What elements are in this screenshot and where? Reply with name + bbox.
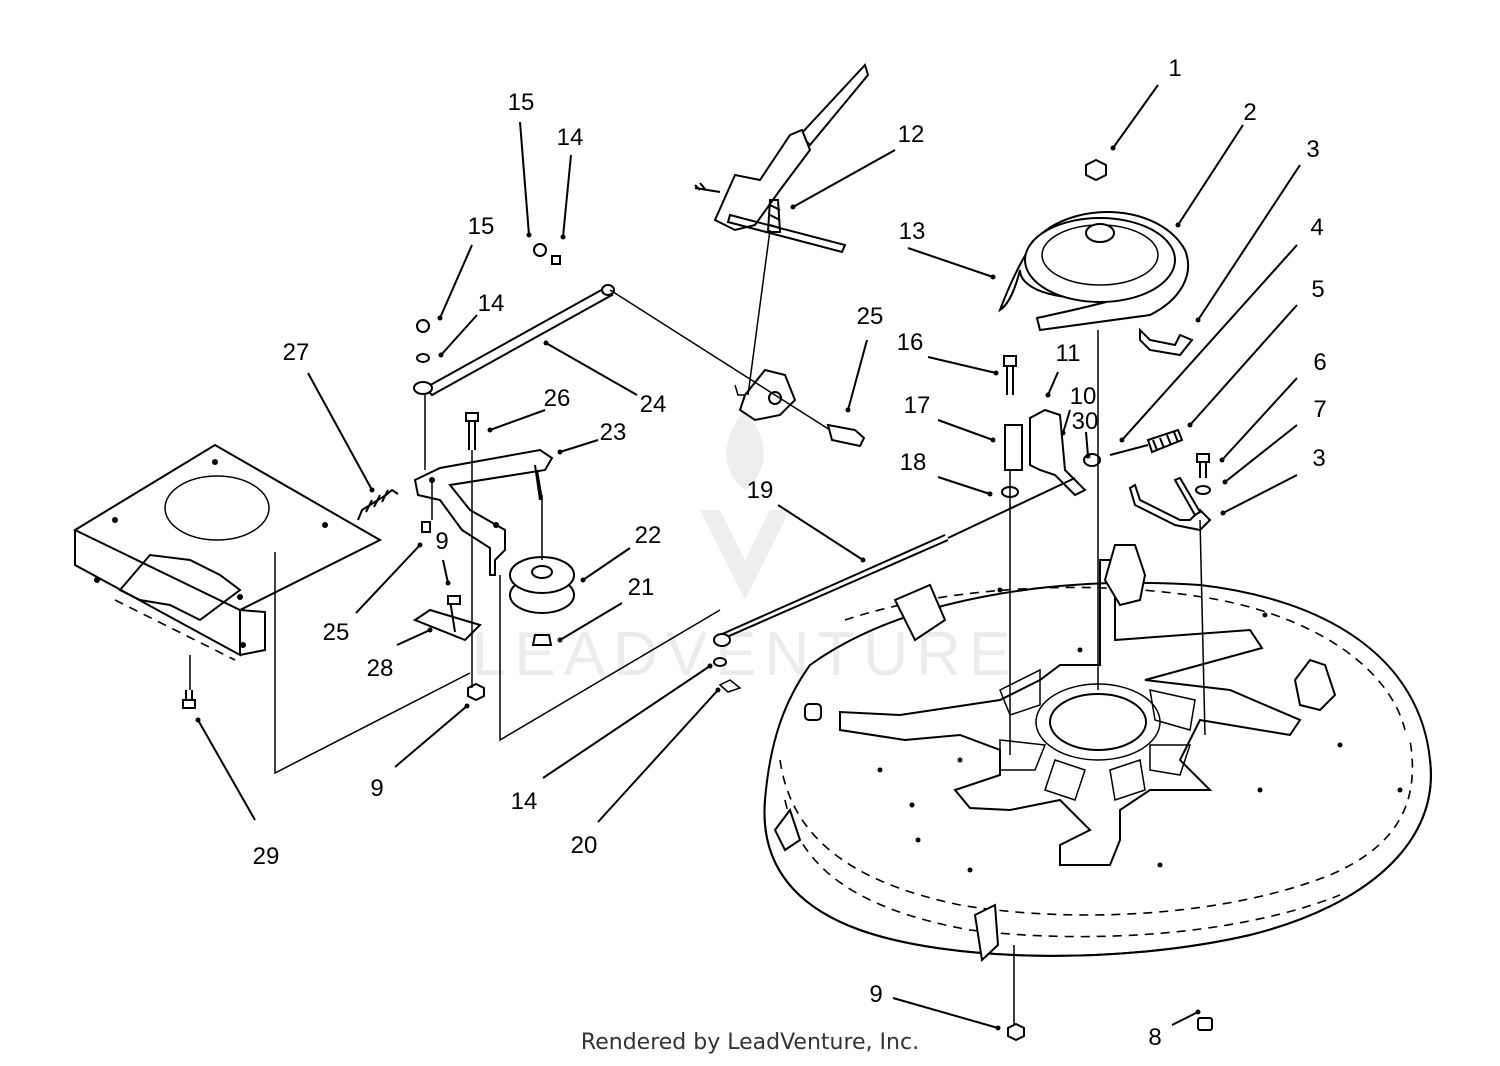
callout-9: 9 <box>370 775 383 802</box>
control-lever <box>694 63 870 254</box>
callout-29: 29 <box>253 843 280 870</box>
rod-24 <box>413 284 615 397</box>
cable-19 <box>713 477 1076 693</box>
assembly-lines <box>189 229 1206 1025</box>
watermark: LEADVENTURE <box>472 410 1018 689</box>
callout-4: 4 <box>1310 214 1323 241</box>
spring-27 <box>357 488 399 521</box>
callout-1: 1 <box>1168 55 1181 82</box>
callout-21: 21 <box>628 574 655 601</box>
mower-deck <box>763 544 1432 963</box>
callout-15: 15 <box>508 89 535 116</box>
callout-16: 16 <box>897 329 924 356</box>
keeper-3 <box>1139 327 1194 357</box>
leader-lines <box>195 84 1301 1031</box>
callout-9: 9 <box>435 528 448 555</box>
callout-8: 8 <box>1148 1024 1161 1051</box>
callout-26: 26 <box>544 385 571 412</box>
callout-12: 12 <box>898 121 925 148</box>
callout-2: 2 <box>1243 99 1256 126</box>
callout-13: 13 <box>899 218 926 245</box>
lower-bracket <box>1128 453 1212 532</box>
callout-11: 11 <box>1056 340 1081 367</box>
callout-3: 3 <box>1306 136 1319 163</box>
callout-14: 14 <box>478 290 505 317</box>
callout-7: 7 <box>1313 396 1326 423</box>
callout-5: 5 <box>1311 276 1324 303</box>
callout-30: 30 <box>1072 408 1099 435</box>
lever-bracket <box>734 368 866 448</box>
callout-6: 6 <box>1313 349 1326 376</box>
callout-labels: 1 2 3 4 5 6 7 3 8 9 13 16 11 10 30 17 18… <box>253 55 1327 1051</box>
callout-18: 18 <box>900 449 927 476</box>
callout-25: 25 <box>857 303 884 330</box>
idler-pulley <box>509 556 575 646</box>
callout-10: 10 <box>1070 383 1097 410</box>
callout-3: 3 <box>1312 445 1325 472</box>
callout-28: 28 <box>367 655 394 682</box>
callout-14: 14 <box>511 788 538 815</box>
nuts <box>182 521 1213 1042</box>
callout-15: 15 <box>468 213 495 240</box>
spring-5 <box>1109 428 1184 456</box>
callout-20: 20 <box>571 832 598 859</box>
callout-27: 27 <box>283 339 310 366</box>
watermark-text: LEADVENTURE <box>472 620 1018 689</box>
callout-23: 23 <box>600 419 627 446</box>
fasteners-top <box>416 243 561 363</box>
callout-22: 22 <box>635 522 662 549</box>
callout-19: 19 <box>747 477 774 504</box>
main-pulley <box>998 158 1190 332</box>
bolt-26 <box>465 412 479 450</box>
callout-24: 24 <box>640 391 667 418</box>
mount-plate <box>72 443 383 661</box>
callout-9: 9 <box>869 981 882 1008</box>
callout-14: 14 <box>557 124 584 151</box>
idler-arm <box>413 448 554 576</box>
callout-17: 17 <box>904 392 931 419</box>
render-credit: Rendered by LeadVenture, Inc. <box>580 1030 920 1055</box>
callout-25: 25 <box>323 619 350 646</box>
bracket-28 <box>412 595 482 642</box>
